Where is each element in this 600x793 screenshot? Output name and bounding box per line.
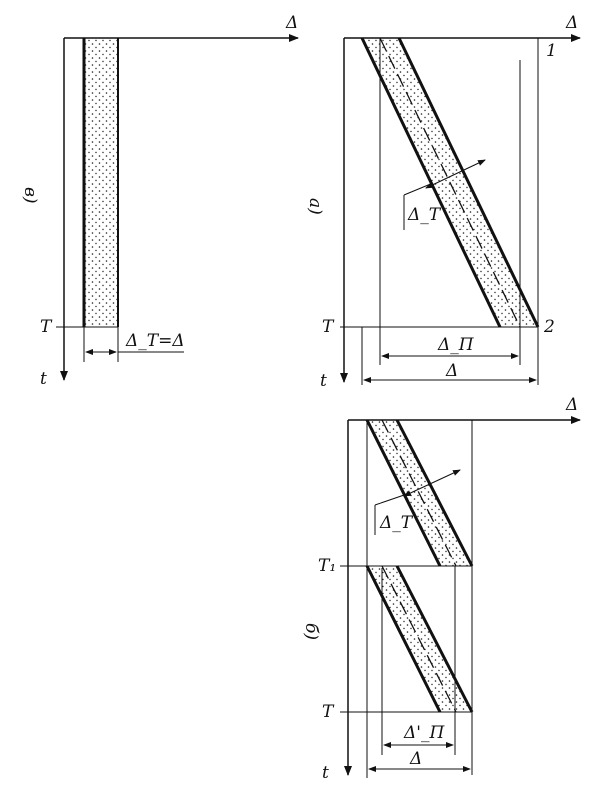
panel-v-dim-label: Δ_T=Δ <box>125 331 185 351</box>
panel-a-band-upper <box>360 37 502 328</box>
panel-v-T-label: T <box>40 317 53 337</box>
panel-b-delta-axis-label: Δ <box>565 395 578 415</box>
panel-a-point-2: 2 <box>543 317 555 337</box>
panel-a-point-1: 1 <box>546 41 557 61</box>
panel-a-delta-label: Δ <box>445 361 458 381</box>
panel-a-band-lower <box>397 37 540 328</box>
panel-b-deltaP-label: Δ'_П <box>403 723 445 743</box>
panel-v-delta-axis-label: Δ <box>285 13 298 33</box>
panel-v-time-axis-label: t <box>40 369 47 389</box>
panel-b-deltaT-leader <box>374 492 411 506</box>
panel-v-caption: в) <box>20 187 40 204</box>
panel-b: Δ t T₁ T Δ_T Δ'_П Δ б) <box>301 395 581 783</box>
panel-v: Δ t T Δ_T=Δ в) <box>20 13 299 389</box>
panel-a: Δ t T 1 2 Δ_T Δ_П Δ а) <box>305 13 581 391</box>
panel-a-deltaT-label: Δ_T <box>407 205 442 225</box>
panel-a-deltaT-leader <box>403 182 434 196</box>
panel-b-band-2-center <box>381 565 457 713</box>
panel-b-delta-label: Δ <box>409 749 422 769</box>
panel-a-T-label: T <box>322 317 335 337</box>
panel-b-band-2-upper <box>365 565 442 713</box>
panel-a-band-center <box>379 37 521 328</box>
panel-a-deltaT-marker <box>425 159 486 189</box>
panel-b-deltaT-label: Δ_T <box>379 513 414 533</box>
panel-b-T1-label: T₁ <box>318 556 336 576</box>
panel-b-band-2-lower <box>395 565 474 713</box>
panel-a-deltaP-label: Δ_П <box>437 335 475 355</box>
panel-b-T-label: T <box>322 702 335 722</box>
panel-v-band <box>84 38 118 327</box>
panel-a-delta-axis-label: Δ <box>565 13 578 33</box>
panel-a-caption: а) <box>305 198 325 215</box>
panel-a-time-axis-label: t <box>320 371 327 391</box>
panel-b-caption: б) <box>301 623 321 640</box>
panel-b-time-axis-label: t <box>322 763 329 783</box>
panel-b-deltaT-marker <box>403 469 461 497</box>
